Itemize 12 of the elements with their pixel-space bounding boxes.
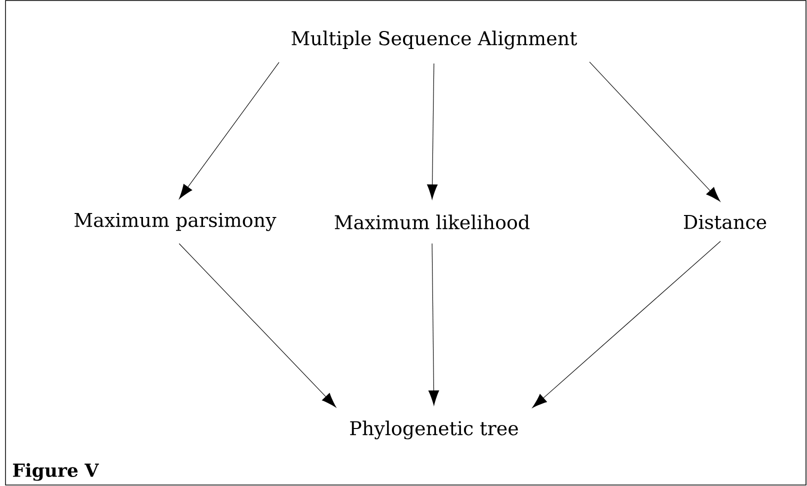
arrow [428, 243, 440, 406]
node-label: Maximum parsimony [74, 212, 276, 232]
figure-caption: Figure V [13, 463, 99, 481]
node-label: Phylogenetic tree [350, 420, 518, 440]
arrow [178, 243, 336, 408]
node-label: Maximum likelihood [334, 214, 530, 230]
node-label: Multiple Sequence Alignment [292, 30, 578, 50]
arrow [427, 63, 438, 200]
arrow [179, 62, 280, 200]
node-label: Distance [684, 214, 766, 230]
arrow [532, 240, 721, 408]
arrow [589, 62, 720, 202]
